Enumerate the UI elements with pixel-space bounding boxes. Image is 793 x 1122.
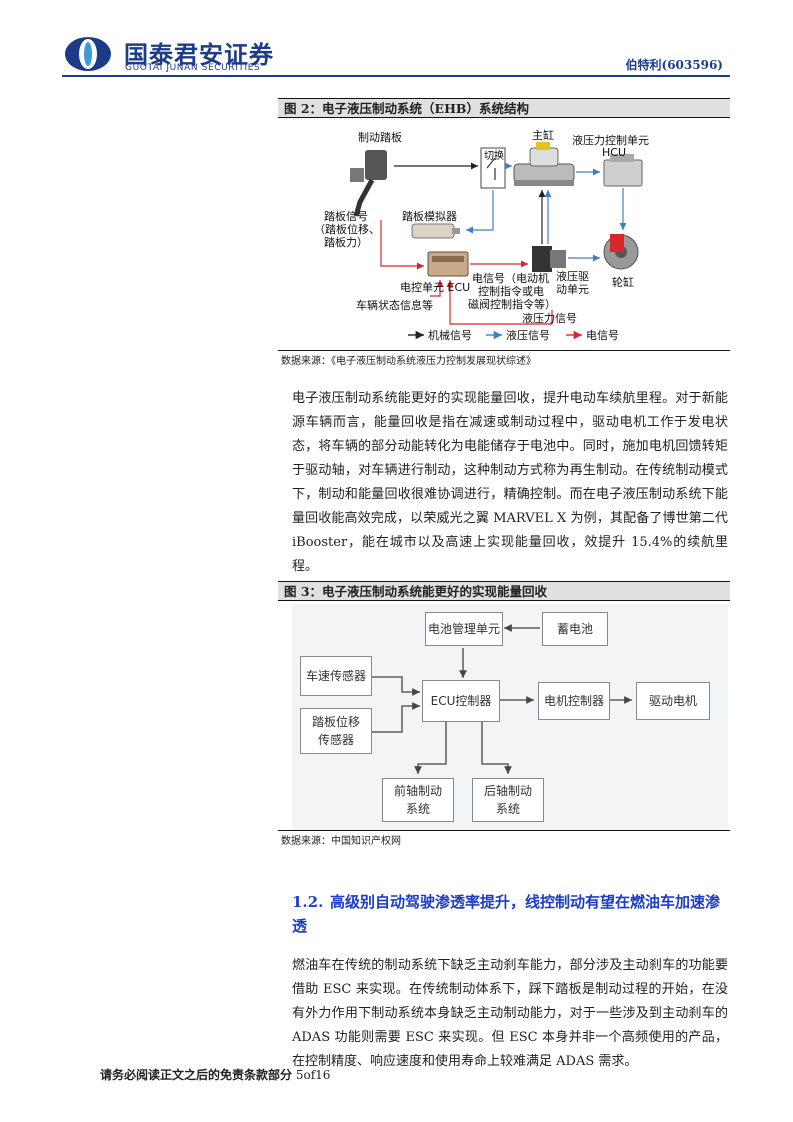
figure-2-title: 图 2：电子液压制动系统（EHB）系统结构 [278, 98, 730, 118]
block-battery: 蓄电池 [542, 612, 608, 646]
stock-label: 伯特利(603596) [625, 58, 723, 72]
pedal-simulator-image [411, 223, 460, 239]
block-speed-sensor: 车速传感器 [300, 656, 372, 696]
page-number: 5of16 [295, 1068, 331, 1082]
label-drive-unit-1: 液压驱 [556, 270, 589, 283]
ehb-diagram: 制动踏板 切换 主缸 液压力控制单元 HCU 踏板信号 （踏板位移、 踏板力） … [290, 124, 730, 346]
master-cylinder-image [513, 142, 575, 186]
section-title: 高级别自动驾驶渗透率提升，线控制动有望在燃油车加速渗透 [292, 893, 721, 935]
wheel-cylinder-image [603, 234, 639, 270]
block-rear-axle-brake: 后轴制动系统 [472, 778, 544, 822]
section-number: 1.2. [292, 893, 324, 911]
figure-2-source: 数据来源：《电子液压制动系统液压力控制发展现状综述》 [278, 350, 730, 369]
energy-recovery-diagram: 电池管理单元 蓄电池 车速传感器 踏板位移传感器 ECU控制器 电机控制器 驱动… [292, 604, 728, 830]
block-front-axle-brake: 前轴制动系统 [382, 778, 454, 822]
label-pedal-simulator: 踏板模拟器 [402, 210, 457, 223]
label-hydraulic-signal: 液压力信号 [522, 312, 577, 325]
block-drive-motor: 驱动电机 [636, 682, 710, 720]
label-elec-signal-2: 控制指令或电 [478, 285, 544, 298]
block-pedal-sensor: 踏板位移传感器 [300, 708, 372, 754]
label-elec-signal-1: 电信号（电动机 [472, 272, 549, 285]
paragraph-energy-recovery: 电子液压制动系统能更好的实现能量回收，提升电动车续航里程。对于新能源车辆而言，能… [292, 391, 728, 574]
energy-recovery-arrows [372, 624, 632, 774]
block-ecu-controller: ECU控制器 [422, 680, 500, 722]
label-elec-signal-3: 磁阀控制指令等） [468, 298, 556, 311]
hcu-image [603, 154, 643, 187]
figure-3-source: 数据来源：中国知识产权网 [278, 830, 730, 849]
paragraph-fuel-vehicle-braking: 燃油车在传统的制动系统下缺乏主动刹车能力，部分涉及主动刹车的功能要借助 ESC … [292, 958, 728, 1069]
legend-mechanical: 机械信号 [428, 329, 472, 342]
footer-disclaimer: 请务必阅读正文之后的免责条款部分 [100, 1068, 293, 1082]
label-vehicle-status: 车辆状态信息等 [356, 299, 433, 312]
label-pedal-signal-1: 踏板信号 [324, 210, 368, 223]
label-pedal-signal-2: （踏板位移、 [314, 223, 380, 236]
label-hcu: 液压力控制单元 [572, 134, 649, 147]
company-name-cn: 国泰君安证券 [124, 41, 274, 69]
brake-pedal-image [350, 150, 387, 217]
block-motor-controller: 电机控制器 [538, 682, 610, 720]
ehb-diagram-graphics [350, 142, 643, 340]
figure-3-title: 图 3：电子液压制动系统能更好的实现能量回收 [278, 581, 730, 601]
block-battery-management: 电池管理单元 [425, 612, 503, 646]
page-footer: 请务必阅读正文之后的免责条款部分 5of16 [100, 1066, 330, 1083]
label-hcu-abbr: HCU [602, 146, 627, 159]
hydraulic-drive-unit-image [532, 246, 566, 272]
legend-hydraulic: 液压信号 [506, 329, 550, 342]
label-wheel-cylinder: 轮缸 [612, 276, 634, 289]
ecu-image [427, 251, 469, 277]
label-switch: 切换 [484, 151, 504, 162]
label-brake-pedal: 制动踏板 [358, 131, 402, 144]
label-pedal-signal-3: 踏板力） [324, 236, 368, 249]
header-divider [62, 75, 730, 77]
legend-electric: 电信号 [586, 329, 619, 342]
guotai-junan-logo-icon [65, 37, 111, 71]
section-heading: 1.2.高级别自动驾驶渗透率提升，线控制动有望在燃油车加速渗透 [292, 890, 728, 938]
label-ecu: 电控单元 ECU [400, 281, 471, 294]
company-name-en: GUOTAI JUNAN SECURITIES [125, 63, 261, 73]
label-drive-unit-2: 动单元 [556, 283, 589, 296]
label-master-cylinder: 主缸 [532, 129, 554, 142]
